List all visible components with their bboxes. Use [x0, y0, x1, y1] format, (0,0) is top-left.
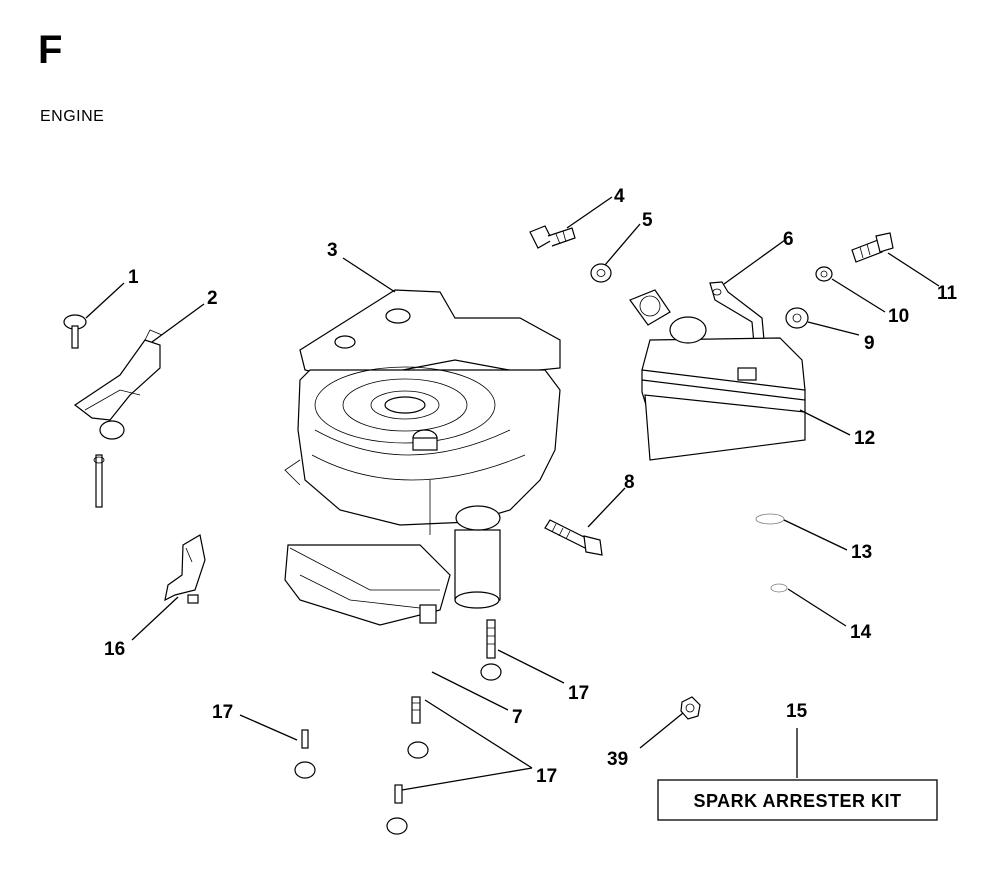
callout-39: 39	[607, 749, 628, 770]
callout-16: 16	[104, 639, 125, 660]
part-17-stud-left	[294, 729, 316, 779]
part-1-screw	[63, 314, 87, 349]
part-13-arrester-screen	[755, 513, 785, 525]
callout-17-left: 17	[212, 702, 233, 723]
callout-4: 4	[614, 186, 625, 207]
section-title: ENGINE	[40, 108, 105, 125]
engine-block	[284, 289, 561, 626]
callout-3: 3	[327, 240, 338, 261]
kit-label: SPARK ARRESTER KIT	[693, 791, 901, 811]
callout-15: 15	[786, 701, 808, 722]
callout-10: 10	[888, 306, 909, 327]
callout-17-lower: 17	[536, 766, 557, 787]
callout-7: 7	[512, 707, 523, 728]
callout-12: 12	[854, 428, 875, 449]
part-4-bolt	[529, 225, 576, 249]
part-39-nut	[680, 696, 701, 720]
callout-numbers: 1 2 3 4 5 6 8 9 10 11 12 13 14 15 16 17 …	[104, 186, 958, 787]
part-10-washer	[815, 266, 833, 282]
part-5-washer	[590, 263, 612, 283]
callout-8: 8	[624, 472, 635, 493]
callout-11: 11	[937, 283, 958, 304]
part-12-muffler	[629, 289, 806, 461]
callout-14: 14	[850, 622, 872, 643]
part-11-bolt	[851, 232, 894, 263]
part-2-throttle-control	[73, 329, 163, 508]
callout-17-upper: 17	[568, 683, 589, 704]
callout-5: 5	[642, 210, 653, 231]
leader-lines	[85, 196, 940, 791]
part-14-arrester-screw	[770, 583, 788, 593]
callout-1: 1	[128, 267, 139, 288]
part-9-washer	[785, 307, 809, 329]
section-letter: F	[38, 28, 63, 72]
part-8-bolt	[544, 519, 603, 556]
part-17-stud-mid	[386, 696, 429, 835]
part-17-stud-upper	[480, 619, 502, 681]
callout-13: 13	[851, 542, 872, 563]
callout-2: 2	[207, 288, 218, 309]
callout-6: 6	[783, 229, 794, 250]
part-16-clip	[164, 534, 206, 604]
callout-9: 9	[864, 333, 875, 354]
spark-arrester-kit-box: SPARK ARRESTER KIT	[657, 779, 938, 821]
